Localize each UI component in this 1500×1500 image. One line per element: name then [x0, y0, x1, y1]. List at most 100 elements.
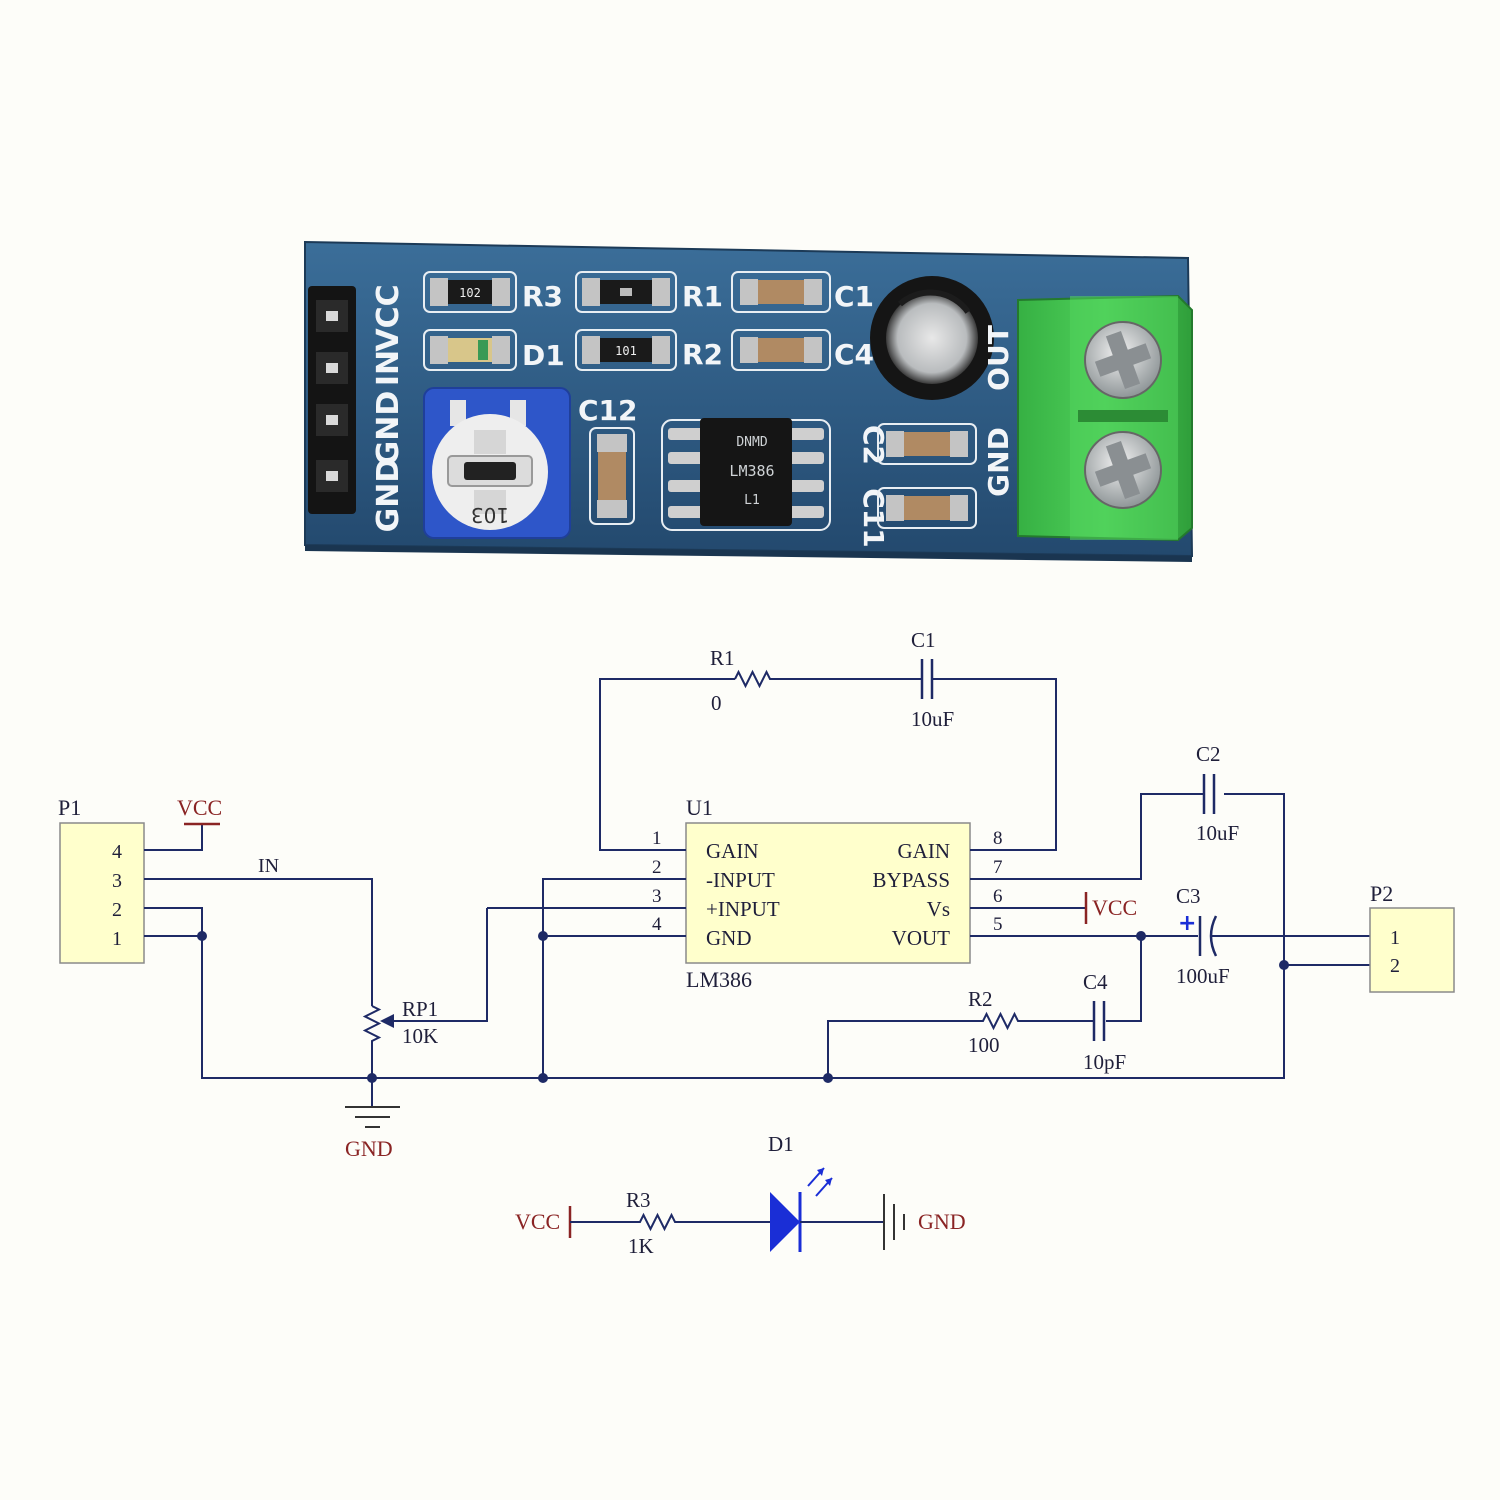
c1-ref: C1: [911, 628, 936, 652]
u1-ref: U1: [686, 795, 713, 820]
wire-in: [144, 878, 373, 1006]
p2-pin-2: 2: [1390, 955, 1400, 977]
silk-in: IN: [371, 350, 406, 386]
wire-pin8-gain: [932, 678, 1057, 851]
chip-mark-2: LM386: [729, 462, 774, 480]
junction-gnd-r2: [823, 1073, 833, 1083]
c2-value: 10uF: [1196, 821, 1239, 845]
smd-d1: [423, 329, 517, 371]
junction-p2: [1279, 960, 1289, 970]
silk-c4: C4: [834, 338, 874, 371]
wire-wiper: [392, 908, 488, 1022]
u1-pin8-num: 8: [993, 828, 1003, 849]
schematic: P1 4 3 2 1 VCC IN RP1 10K GND U1 LM386 G…: [58, 628, 1455, 1258]
u1-pin6-num: 6: [993, 886, 1003, 907]
u1-pin5-name: VOUT: [892, 926, 950, 950]
silk-c1: C1: [834, 280, 874, 313]
screw-gnd[interactable]: [1084, 431, 1162, 509]
r1-value: 0: [711, 691, 722, 715]
wire-p1-vcc: [144, 824, 203, 851]
silk-gnd-2: GND: [371, 458, 406, 533]
u1-pin3-name: +INPUT: [706, 897, 780, 921]
c1-value: 10uF: [911, 707, 954, 731]
silk-r1: R1: [682, 280, 723, 313]
net-in-label: IN: [258, 855, 279, 877]
silk-vcc: VCC: [371, 284, 406, 351]
d1-led: [770, 1167, 833, 1252]
junction-p1: [197, 931, 207, 941]
silk-d1: D1: [522, 339, 565, 372]
vcc-label-p1: VCC: [177, 795, 222, 820]
wire-c4-top: [1106, 936, 1142, 1022]
c3-polarity: +: [1178, 911, 1196, 936]
c4-ref: C4: [1083, 970, 1108, 994]
wire-gnd-bus: [144, 793, 1285, 1079]
wire-p1-pin2: [144, 907, 203, 936]
vcc-label-led: VCC: [515, 1209, 560, 1234]
rp1-ref: RP1: [402, 997, 438, 1021]
pin-header-body: [308, 286, 356, 514]
r1-ref: R1: [710, 646, 735, 670]
screw-terminal: [1017, 294, 1193, 542]
silk-c11: C11: [857, 488, 890, 548]
gnd-label: GND: [345, 1136, 393, 1161]
r2-resistor: [827, 1011, 1094, 1078]
r3-value: 1K: [628, 1234, 654, 1258]
electrolytic-capacitor: [870, 276, 994, 400]
smd-c11: [877, 487, 977, 529]
c2-ref: C2: [1196, 742, 1221, 766]
u1-pin2-num: 2: [652, 857, 662, 878]
rp1-wiper-arrow: [380, 1014, 394, 1028]
r2-value: 100: [968, 1033, 1000, 1057]
gnd-symbol: [345, 1106, 400, 1128]
r3-code: 102: [459, 286, 481, 300]
pot-code: 103: [471, 503, 509, 527]
smd-c12: [589, 427, 635, 525]
p2-ref: P2: [1370, 881, 1393, 906]
silk-gnd-1: GND: [371, 391, 406, 466]
p1-pin-2: 2: [112, 899, 122, 921]
junction-pin4: [538, 931, 548, 941]
silk-c2: C2: [857, 425, 890, 465]
lm386-chip: DNMD LM386 L1: [661, 418, 831, 531]
silk-r3: R3: [522, 280, 563, 313]
gnd-symbol-led: [883, 1194, 905, 1250]
chip-mark-3: L1: [744, 493, 760, 508]
silk-out-gnd: GND: [982, 427, 1015, 497]
u1-box: [685, 822, 971, 964]
wire-pin2-input: [542, 878, 686, 1078]
p2-pin-1: 1: [1390, 927, 1400, 949]
c1-capacitor: [920, 659, 934, 699]
silk-out: OUT: [982, 325, 1015, 391]
trimmer-potentiometer[interactable]: 103: [423, 387, 571, 539]
chip-mark-1: DNMD: [736, 435, 767, 450]
r1-resistor: [734, 669, 922, 689]
c3-curved-plate: [1209, 915, 1218, 957]
gnd-label-led: GND: [918, 1209, 966, 1234]
u1-pin3-num: 3: [652, 886, 662, 907]
pin-header: [308, 286, 356, 514]
smd-c4: [731, 329, 831, 371]
u1-pin6-name: Vs: [927, 897, 950, 921]
vcc-label-u1: VCC: [1092, 895, 1137, 920]
u1-part: LM386: [686, 967, 752, 992]
p1-pin-4: 4: [112, 841, 122, 863]
screw-out[interactable]: [1084, 321, 1162, 399]
p1-connector: [59, 822, 145, 964]
u1-pin4-name: GND: [706, 926, 752, 950]
p1-pin-1: 1: [112, 928, 122, 950]
smd-r3: 102: [423, 271, 517, 313]
p1-ref: P1: [58, 795, 81, 820]
r3-resistor: [570, 1212, 770, 1232]
junction-gnd-mid: [538, 1073, 548, 1083]
r3-ref: R3: [626, 1188, 651, 1212]
u1-pin1-num: 1: [652, 828, 662, 849]
d1-ref: D1: [768, 1132, 794, 1156]
wire-pin7-bypass: [970, 793, 1204, 880]
pcb-edge: [305, 545, 1192, 562]
rp1-value: 10K: [402, 1024, 438, 1048]
c3-value: 100uF: [1176, 964, 1230, 988]
smd-r2: 101: [575, 329, 677, 371]
wire-pin1-gain: [599, 678, 735, 851]
